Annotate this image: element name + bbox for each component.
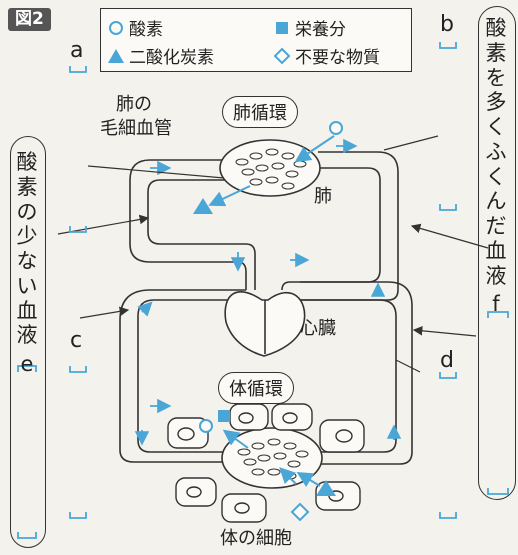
low-oxygen-blood-char: 少 (16, 224, 38, 249)
oxygen-rich-blood-char: 多 (485, 90, 507, 115)
low-oxygen-blood-suffix: e (20, 352, 34, 377)
oxygen-rich-blood-char: ふ (485, 139, 507, 164)
letter-d: d (440, 348, 454, 373)
flow-arrows (134, 138, 402, 446)
systemic-circulation-tag: 体循環 (218, 372, 294, 404)
low-oxygen-blood-char: 酸 (16, 150, 38, 174)
body-cells (167, 403, 365, 523)
exchange-arrows (208, 135, 335, 488)
low-oxygen-blood-char: い (16, 273, 38, 298)
legend-oxygen: 酸素 (107, 15, 163, 40)
legend-carbon-dioxide: 二酸化炭素 (107, 43, 214, 68)
circle-icon (107, 19, 125, 37)
letter-a: a (70, 38, 84, 63)
oxygen-rich-blood-suffix: f (492, 292, 500, 317)
legend-nutrients: 栄養分 (273, 15, 346, 40)
legend-oxygen-label: 酸素 (129, 20, 163, 40)
oxygen-rich-blood-char: く (485, 164, 507, 189)
low-oxygen-blood-char: 液 (16, 323, 38, 348)
oxygen-rich-blood-char: 液 (485, 263, 507, 288)
oxygen-rich-blood-char: 酸 (485, 16, 507, 40)
square-icon (273, 19, 291, 37)
oxygen-rich-blood-char: ん (485, 189, 507, 214)
triangle-icon (107, 47, 125, 65)
blood-vessels (119, 151, 413, 465)
low-oxygen-blood-char: な (16, 249, 38, 274)
legend-waste-label: 不要な物質 (295, 48, 380, 68)
low-oxygen-blood-char: の (16, 199, 38, 224)
low-oxygen-blood-box (10, 136, 46, 548)
oxygen-rich-blood-char: 素 (485, 40, 507, 65)
legend-nutrients-label: 栄養分 (295, 20, 346, 40)
exchange-symbols (193, 121, 343, 522)
diamond-icon (273, 47, 291, 65)
low-oxygen-blood-char: 血 (16, 298, 38, 323)
body-cells-label: 体の細胞 (220, 528, 292, 549)
lung-capillary-label-line1: 肺の (116, 94, 152, 115)
figure-label: 図2 (8, 8, 51, 31)
oxygen-rich-blood-char: 血 (485, 238, 507, 263)
oxygen-rich-blood-box (478, 6, 516, 500)
oxygen-rich-blood-char: く (485, 115, 507, 140)
oxygen-rich-blood-char: だ (485, 214, 507, 239)
pulmonary-circulation-tag: 肺循環 (222, 96, 298, 128)
legend-waste: 不要な物質 (273, 43, 380, 68)
low-oxygen-blood-char: 素 (16, 174, 38, 199)
heart-shape (224, 291, 306, 357)
oxygen-rich-blood-char: を (485, 65, 507, 90)
heart-label: 心臓 (300, 318, 336, 339)
legend-carbon-dioxide-label: 二酸化炭素 (129, 48, 214, 68)
letter-b: b (440, 12, 454, 37)
letter-c: c (70, 328, 83, 353)
lung-capillary-label-line2: 毛細血管 (100, 118, 172, 139)
legend: 酸素 栄養分 二酸化炭素 不要な物質 (100, 8, 412, 72)
lung-capillaries (219, 139, 321, 197)
lung-label: 肺 (314, 186, 332, 207)
